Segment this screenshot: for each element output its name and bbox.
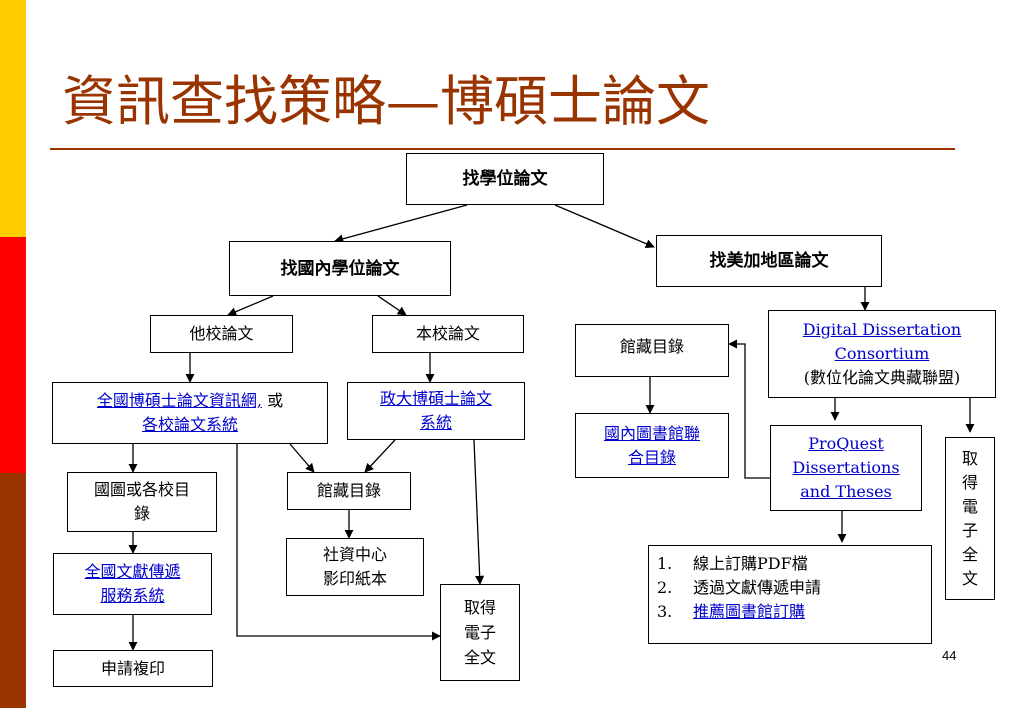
fulltext-right-char6: 文 xyxy=(961,568,978,588)
node-library-catalog-right: 館藏目錄 xyxy=(575,324,729,377)
arrow-domestic-to-our xyxy=(377,295,407,316)
option-number: 1. xyxy=(657,554,673,573)
purchase-options-list: 1. 線上訂購PDF檔 2. 透過文獻傳遞申請 3. 推薦圖書館訂購 xyxy=(649,552,821,624)
arrow-nccu-to-libcat xyxy=(364,439,396,473)
option-item: 3. 推薦圖書館訂購 xyxy=(649,600,821,624)
proquest-link-3[interactable]: and Theses xyxy=(800,482,892,501)
apply-copy-label: 申請複印 xyxy=(100,658,165,678)
arrow-root-to-domestic xyxy=(334,204,468,244)
union-catalog-link-2[interactable]: 合目錄 xyxy=(627,447,676,467)
fulltext-right-char2: 得 xyxy=(961,472,978,492)
stripe-red xyxy=(0,237,26,473)
node-domestic-thesis: 找國內學位論文 xyxy=(229,241,451,296)
ncl-catalog-line1: 國圖或各校目 xyxy=(93,480,190,499)
ddc-link-1[interactable]: Digital Dissertation xyxy=(802,320,962,339)
node-our-school-label: 本校論文 xyxy=(415,324,480,343)
arrow-nccu-to-fulltext xyxy=(473,439,485,585)
recommend-purchase-link[interactable]: 推薦圖書館訂購 xyxy=(693,602,806,621)
proquest-link-2[interactable]: Dissertations xyxy=(792,458,900,477)
node-ddc: Digital Dissertation Consortium (數位化論文典藏… xyxy=(768,310,996,398)
node-library-catalog-left: 館藏目錄 xyxy=(287,472,411,510)
node-foreign-thesis: 找美加地區論文 xyxy=(656,235,882,287)
option-item: 2. 透過文獻傳遞申請 xyxy=(649,576,821,600)
fulltext-middle-line1: 取得 xyxy=(463,598,496,617)
node-ncl-thesis-system: 全國博碩士論文資訊網, 或 各校論文系統 xyxy=(52,382,328,444)
node-other-schools: 他校論文 xyxy=(150,315,293,353)
ddc-subtitle: (數位化論文典藏聯盟) xyxy=(803,368,961,387)
ncl-catalog-line2: 錄 xyxy=(133,504,150,523)
option-item: 1. 線上訂購PDF檔 xyxy=(649,552,821,576)
proquest-link-1[interactable]: ProQuest xyxy=(808,434,884,453)
arrow-ncl-to-libcat xyxy=(289,443,315,473)
arrow-root-to-foreign xyxy=(554,204,655,248)
node-other-schools-label: 他校論文 xyxy=(189,324,254,343)
option-number: 3. xyxy=(657,602,673,621)
node-fulltext-right: 取 得 電 子 全 文 xyxy=(945,437,995,600)
node-foreign-label: 找美加地區論文 xyxy=(709,251,829,271)
fulltext-right-char3: 電 xyxy=(961,496,978,516)
doc-delivery-link-2[interactable]: 服務系統 xyxy=(100,586,165,605)
arrow-ncl-to-fulltext xyxy=(236,444,441,641)
node-union-catalog: 國內圖書館聯 合目錄 xyxy=(575,413,729,478)
slide-title: 資訊查找策略—博碩士論文 xyxy=(62,70,710,133)
stripe-brown xyxy=(0,473,26,708)
node-fulltext-middle: 取得 電子 全文 xyxy=(440,584,520,681)
node-our-school: 本校論文 xyxy=(372,315,524,353)
option-number: 2. xyxy=(657,578,673,597)
doc-delivery-link-1[interactable]: 全國文獻傳遞 xyxy=(84,562,181,581)
node-nccu-thesis-system: 政大博碩士論文 系統 xyxy=(347,382,525,440)
node-domestic-label: 找國內學位論文 xyxy=(280,258,400,279)
node-social-center: 社資中心 影印紙本 xyxy=(286,538,424,596)
node-find-thesis: 找學位論文 xyxy=(406,153,604,205)
nccu-thesis-link-2[interactable]: 系統 xyxy=(419,413,452,432)
node-purchase-options: 1. 線上訂購PDF檔 2. 透過文獻傳遞申請 3. 推薦圖書館訂購 xyxy=(648,545,932,644)
fulltext-right-char1: 取 xyxy=(961,448,978,468)
social-center-line1: 社資中心 xyxy=(322,545,387,564)
title-underline xyxy=(50,148,955,150)
node-find-thesis-label: 找學位論文 xyxy=(462,169,548,189)
nccu-thesis-link-1[interactable]: 政大博碩士論文 xyxy=(379,389,492,408)
node-doc-delivery: 全國文獻傳遞 服務系統 xyxy=(53,553,212,615)
node-proquest: ProQuest Dissertations and Theses xyxy=(770,425,922,511)
school-thesis-systems-link[interactable]: 各校論文系統 xyxy=(141,415,238,434)
ncl-or-text: 或 xyxy=(262,391,284,410)
page-number: 44 xyxy=(942,648,957,663)
node-apply-copy: 申請複印 xyxy=(53,650,213,687)
option-text: 透過文獻傳遞申請 xyxy=(693,578,822,597)
fulltext-right-char5: 全 xyxy=(961,544,978,564)
library-catalog-left-label: 館藏目錄 xyxy=(316,481,381,500)
stripe-yellow xyxy=(0,0,26,237)
node-ncl-or-school-catalog: 國圖或各校目 錄 xyxy=(67,472,217,532)
fulltext-right-char4: 子 xyxy=(961,520,978,540)
social-center-line2: 影印紙本 xyxy=(322,569,387,588)
ddc-link-2[interactable]: Consortium xyxy=(834,344,930,363)
option-text: 線上訂購PDF檔 xyxy=(693,554,808,573)
arrow-proquest-to-rightcat xyxy=(728,339,770,479)
ncl-thesis-link[interactable]: 全國博碩士論文資訊網, xyxy=(96,391,262,410)
fulltext-middle-line3: 全文 xyxy=(463,648,496,667)
arrow-domestic-to-other xyxy=(227,295,274,317)
union-catalog-link-1[interactable]: 國內圖書館聯 xyxy=(603,423,700,443)
library-catalog-right-label: 館藏目錄 xyxy=(619,337,684,356)
fulltext-middle-line2: 電子 xyxy=(463,623,496,642)
